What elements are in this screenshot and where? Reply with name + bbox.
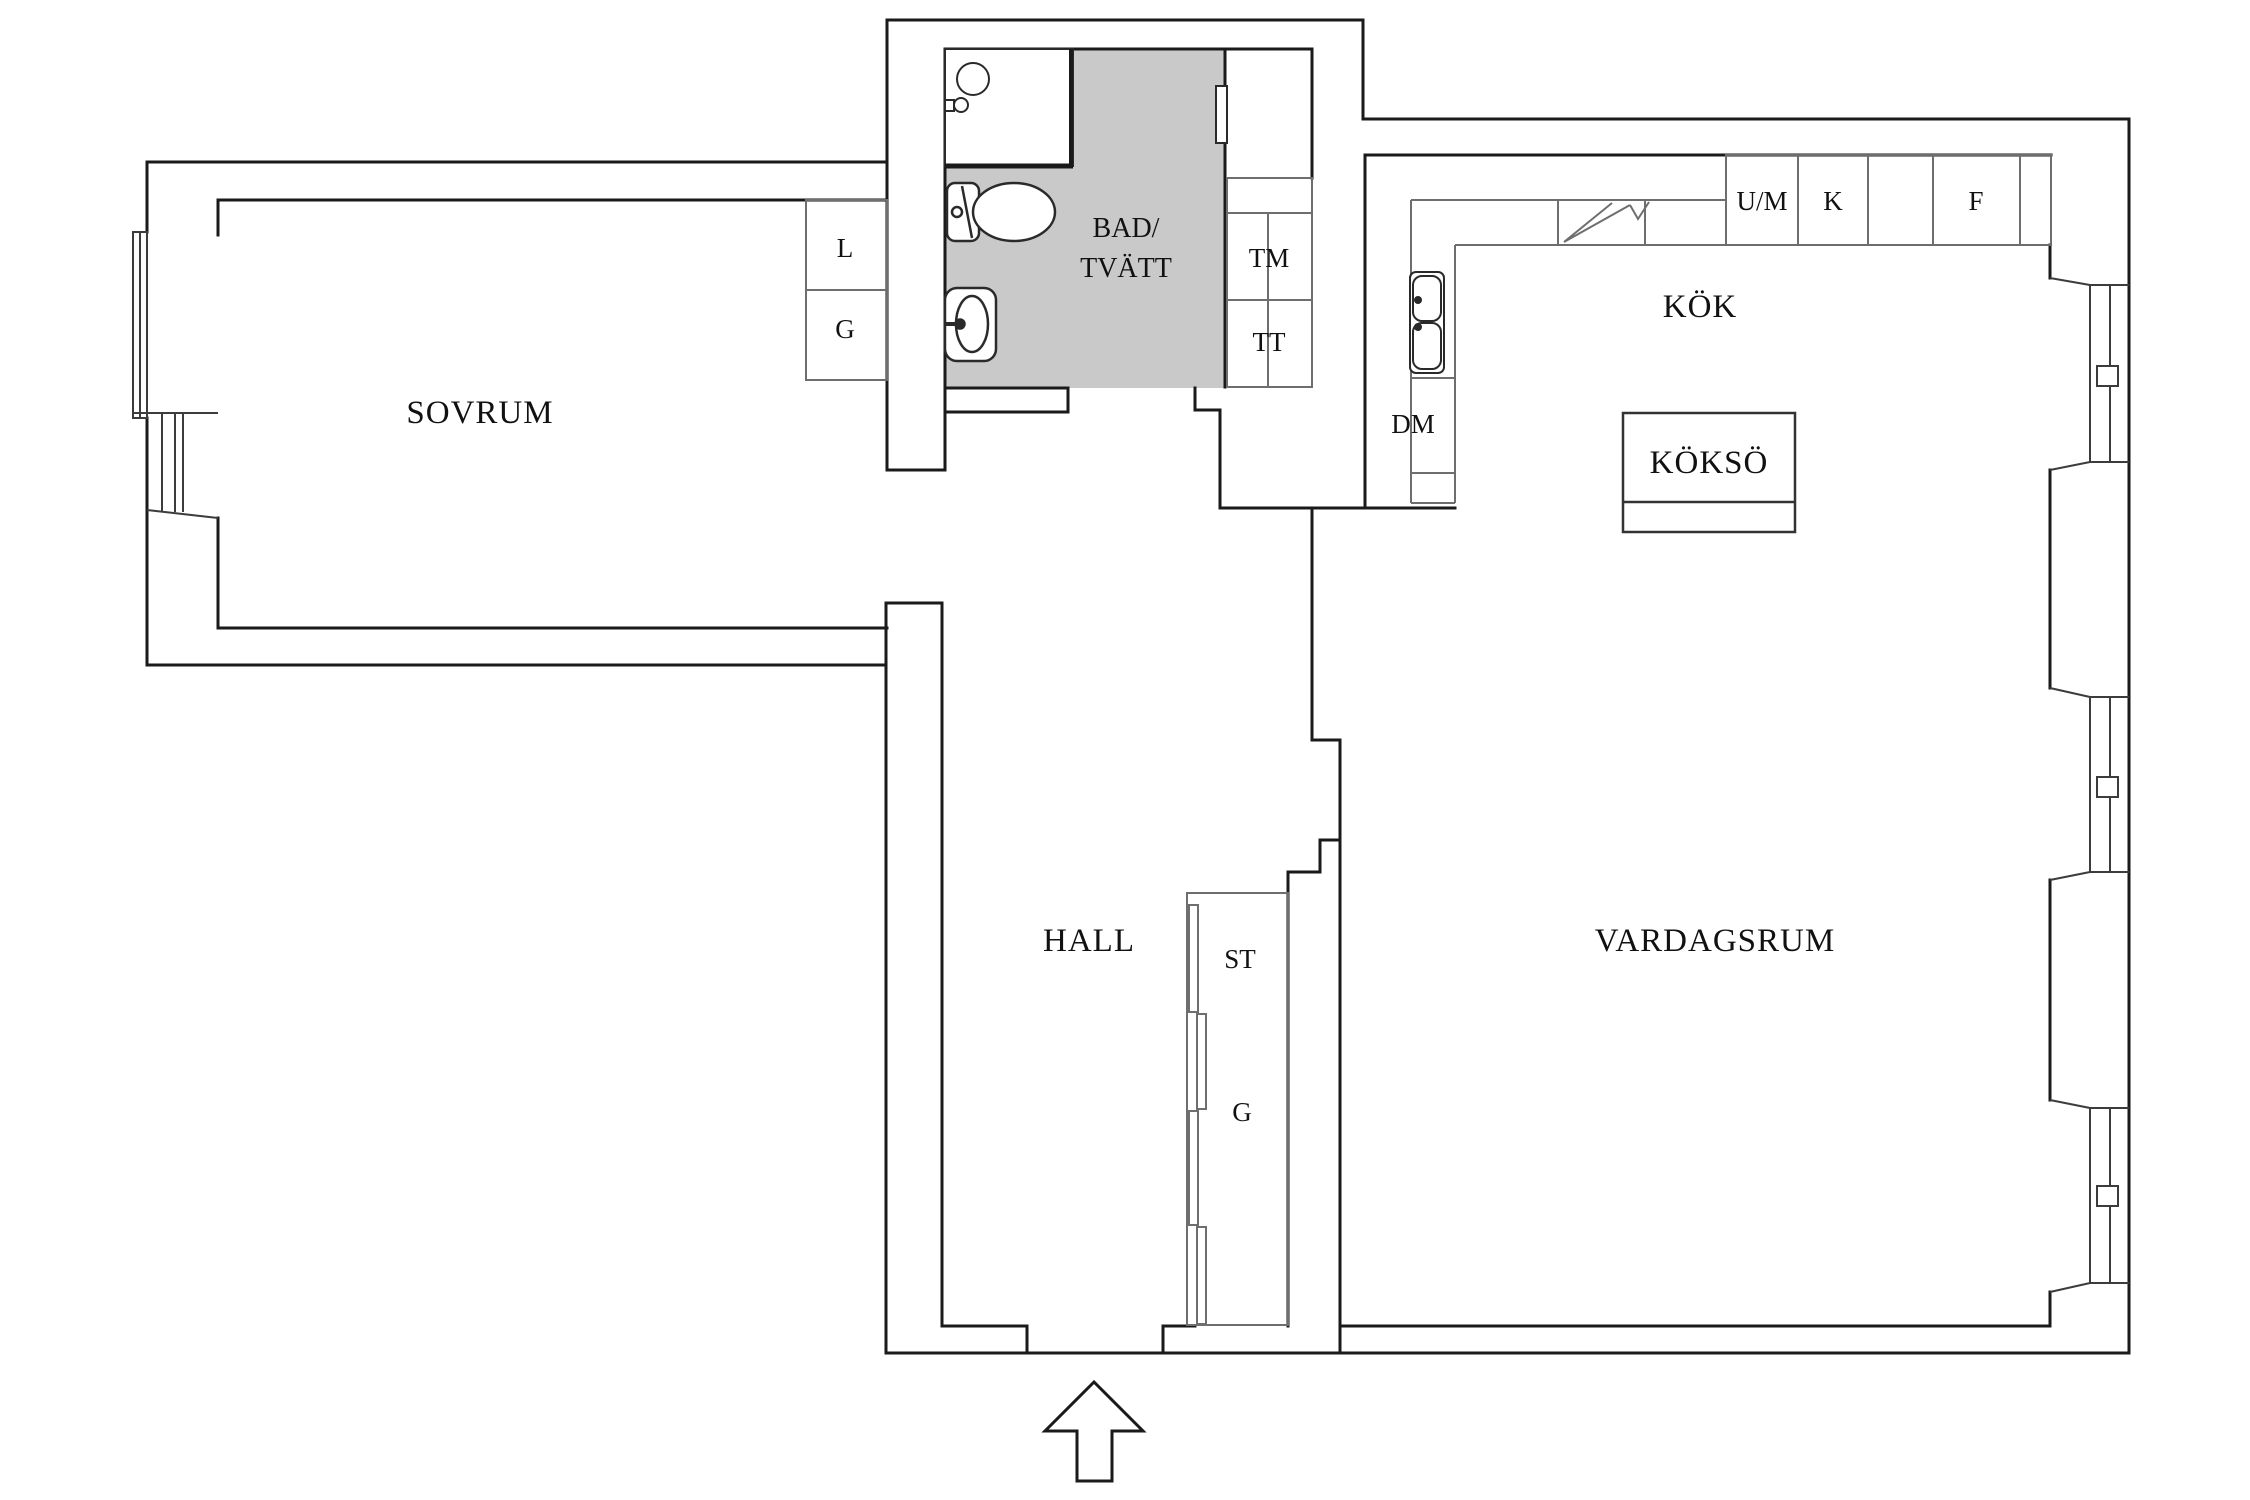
walls: [145, 18, 2131, 1355]
bathroom-west-wall: [885, 47, 947, 472]
kitchen-fixtures: [1409, 271, 1797, 534]
bathroom-fixtures: [943, 48, 1228, 363]
laundry-closets: [1226, 177, 1313, 388]
window-right-3: [2049, 1099, 2129, 1293]
vardagsrum-label: VARDAGSRUM: [1595, 923, 1835, 959]
bedroom-wardrobe-label: G: [835, 314, 855, 344]
shower-valve-icon: [944, 99, 955, 112]
outer-perimeter-wall: [145, 18, 2131, 1355]
refrigerator-label: K: [1823, 186, 1843, 216]
hall-west-wall: [884, 601, 1029, 1355]
sovrum-inner-walls: [216, 198, 889, 630]
toilet: [945, 181, 1057, 243]
dishwasher-label: DM: [1391, 409, 1435, 439]
window-handle-icon: [2096, 776, 2119, 798]
bedroom-closets: [805, 199, 888, 381]
vardagsrum-west-wall: [1286, 506, 1342, 1355]
bedroom-window: [132, 231, 218, 419]
shower: [944, 48, 1074, 169]
bathroom-sink: [943, 286, 998, 363]
window-right-1: [2049, 277, 2129, 471]
bad-label-line2: TVÄTT: [1080, 253, 1172, 284]
south-inner-walls: [1161, 1324, 2052, 1355]
linen-cabinet-label: L: [837, 233, 854, 263]
kok-label: KÖK: [1663, 289, 1738, 325]
bathroom-south-wall: [943, 386, 1070, 414]
cleaning-closet-label: ST: [1224, 944, 1256, 974]
radiator: [146, 413, 219, 519]
bathroom-door: [1215, 85, 1228, 144]
entrance-arrow-icon: [1041, 1379, 1147, 1483]
bad-label-line1: BAD/: [1093, 213, 1160, 244]
labels: SOVRUM BAD/ TVÄTT KÖK HALL VARDAGSRUM KÖ…: [406, 186, 1983, 1127]
window-handle-icon: [2096, 365, 2119, 387]
hall-wardrobe-label: G: [1232, 1097, 1252, 1127]
sovrum-label: SOVRUM: [406, 395, 553, 431]
window-right-2: [2049, 687, 2129, 881]
stove: [1557, 199, 1650, 246]
micro-oven-label: U/M: [1736, 186, 1787, 216]
windows: [132, 231, 2129, 1293]
washing-machine-label: TM: [1249, 243, 1290, 273]
freezer-label: F: [1968, 186, 1983, 216]
hall-label: HALL: [1043, 923, 1135, 959]
window-handle-icon: [2096, 1185, 2119, 1207]
tumble-dryer-label: TT: [1253, 327, 1286, 357]
kitchen-island: [1621, 411, 1797, 534]
kitchen-tall-cabinets: [1725, 154, 2052, 246]
hall-closets: [1186, 892, 1289, 1326]
kitchen-southwest-wall: [1193, 386, 1457, 510]
shower-head-icon: [956, 62, 990, 96]
kitchen-sink: [1409, 271, 1445, 374]
kokso-label: KÖKSÖ: [1650, 445, 1769, 481]
